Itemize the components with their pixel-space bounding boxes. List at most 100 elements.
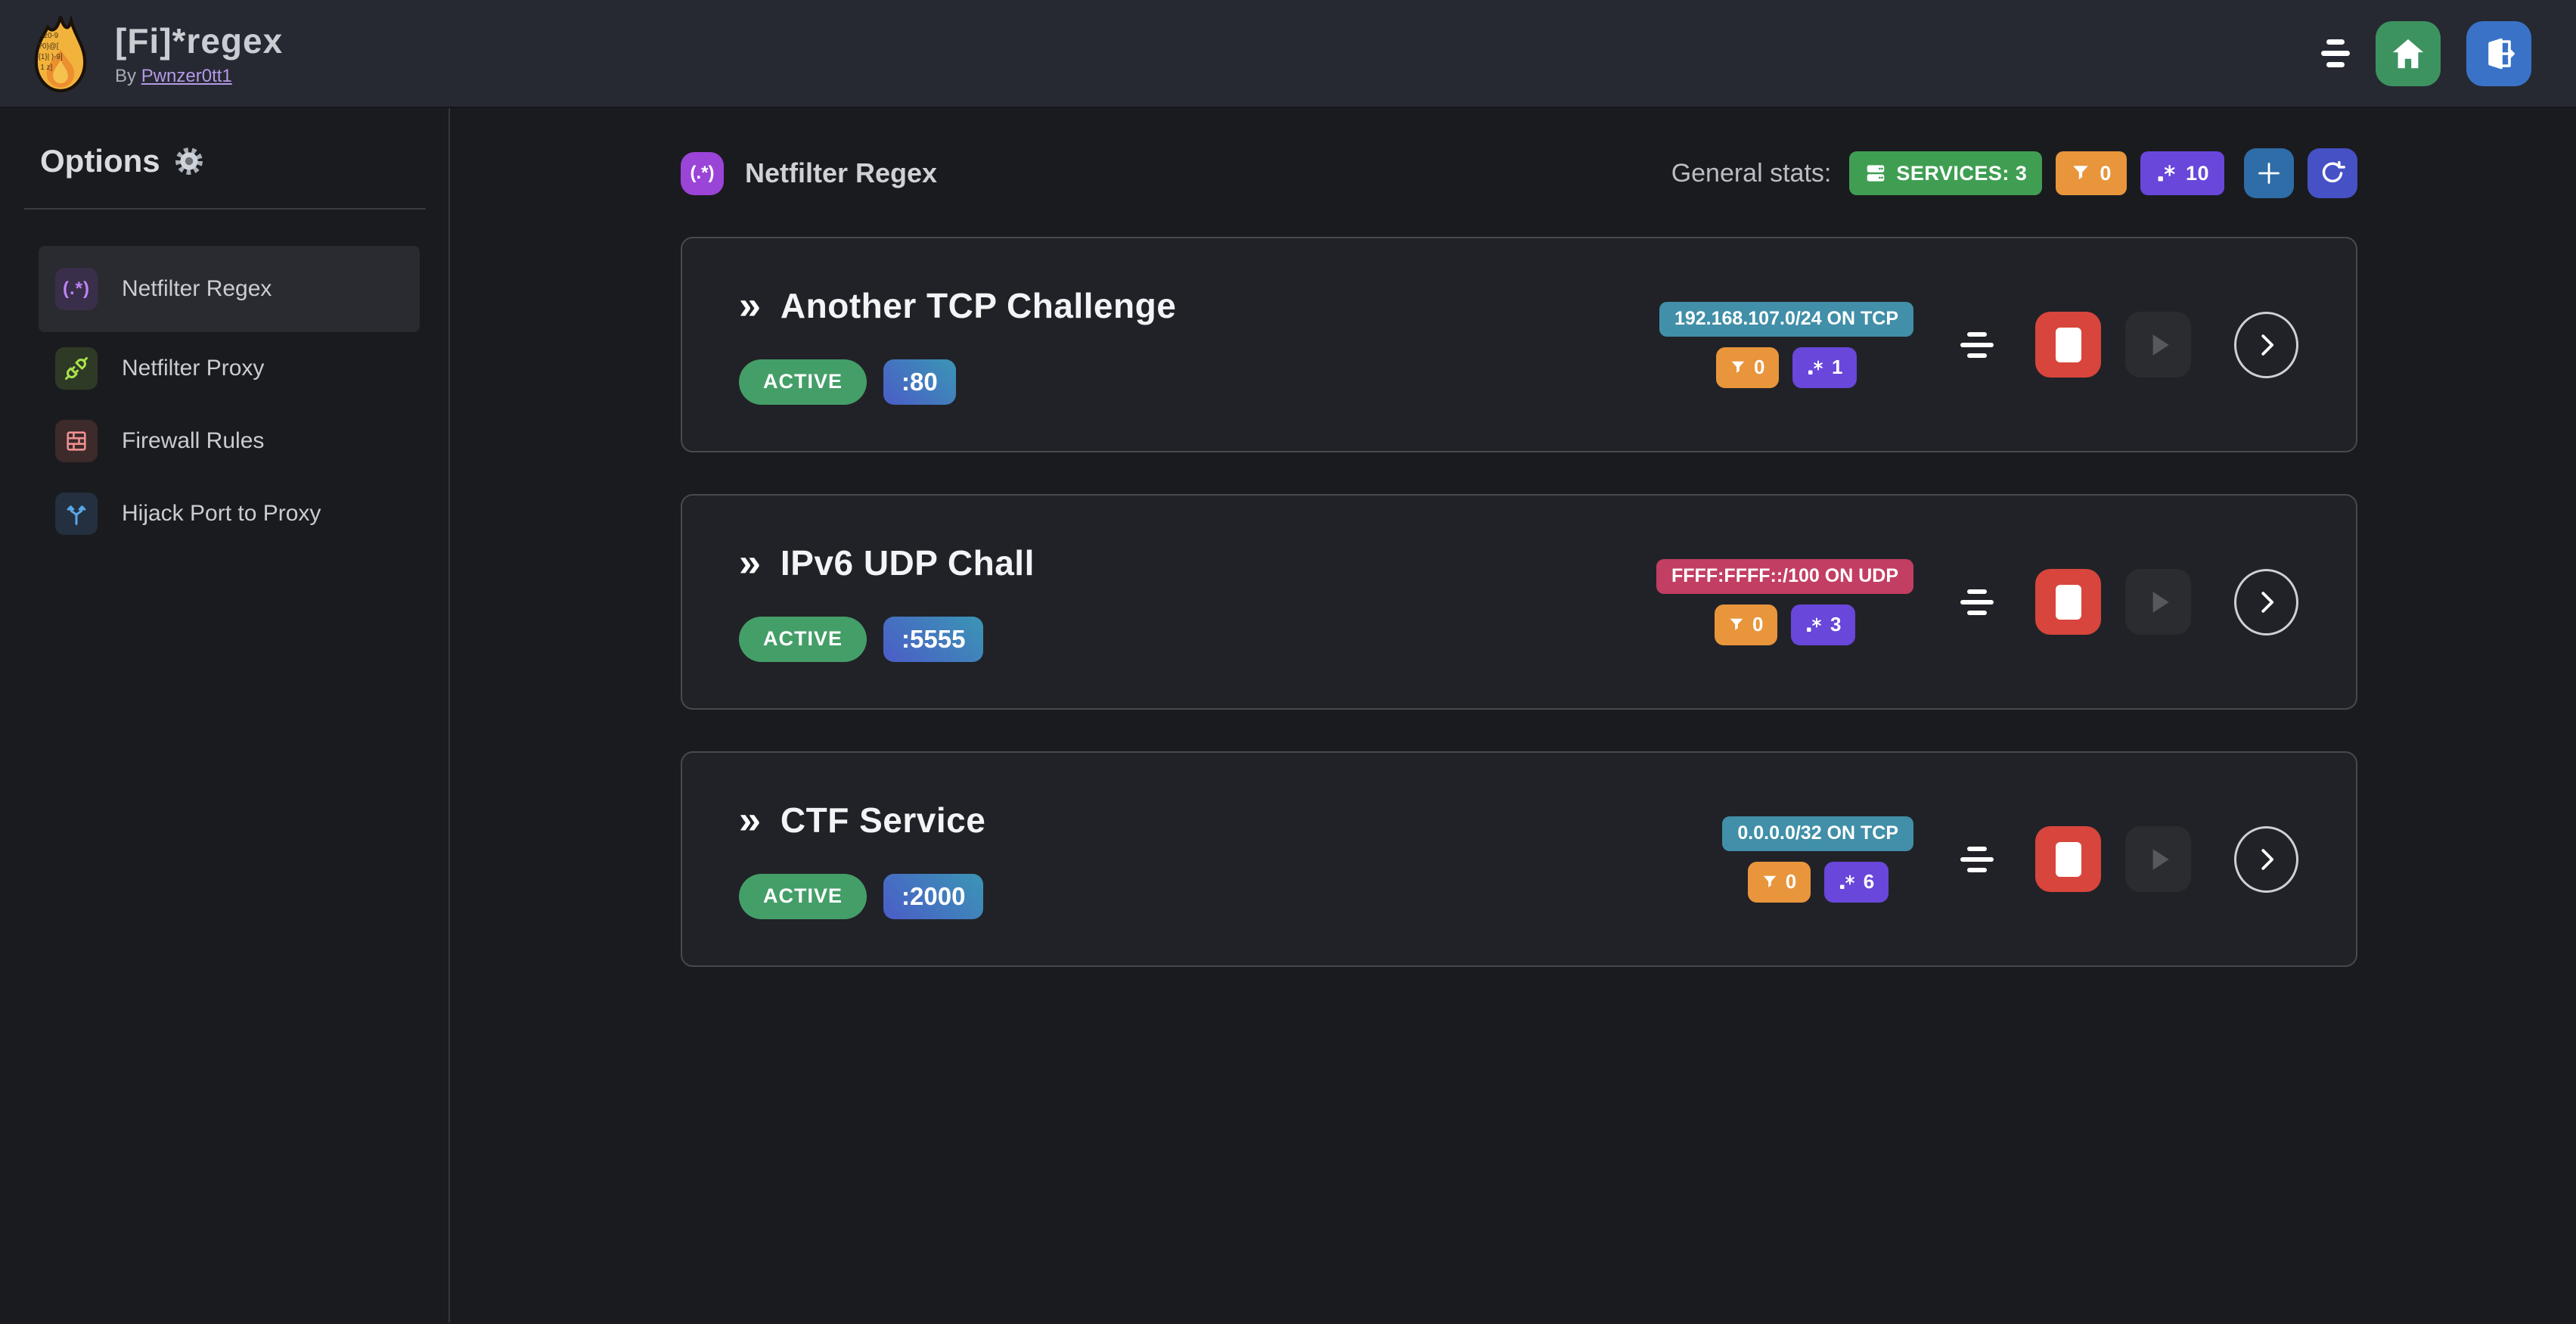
navbar-menu-icon[interactable] <box>2321 39 2350 67</box>
navbar: -z0-9 ?0}@[ {1}| )-9] 1 z] [Fi]*regex By… <box>0 0 2576 108</box>
plus-icon <box>2258 163 2280 184</box>
page-title: Netfilter Regex <box>745 157 938 188</box>
filter-icon <box>1730 618 1743 630</box>
svg-text:-z0-9: -z0-9 <box>42 32 58 40</box>
services-count-badge: SERVICES: 3 <box>1849 151 2043 195</box>
netfilter-regex-icon: (.*) <box>681 151 724 195</box>
svg-text:1 z]: 1 z] <box>40 64 52 72</box>
play-icon <box>2152 591 2169 613</box>
svg-text:?0}@[: ?0}@[ <box>39 42 59 51</box>
sidebar-item-firewall-rules[interactable]: Firewall Rules <box>39 405 420 477</box>
stop-service-button[interactable] <box>2035 826 2101 892</box>
logout-button[interactable] <box>2466 20 2531 86</box>
sidebar-item-label: Netfilter Proxy <box>122 356 265 381</box>
filter-icon <box>1731 361 1745 373</box>
byline-prefix: By <box>115 65 137 86</box>
sidebar: Options (.*) Netfilter Regex <box>0 108 450 1322</box>
sidebar-item-label: Hijack Port to Proxy <box>122 501 321 526</box>
brand: -z0-9 ?0}@[ {1}| )-9] 1 z] [Fi]*regex By… <box>29 12 284 95</box>
service-filters-badge: 0 <box>1715 604 1777 645</box>
service-card-ctf-service: » CTF Service ACTIVE :2000 0.0.0.0/32 ON… <box>681 751 2357 967</box>
service-filters-badge: 0 <box>1747 861 1811 903</box>
fork-arrows-icon <box>55 493 98 535</box>
sidebar-nav: (.*) Netfilter Regex Netfilter Proxy <box>39 246 420 550</box>
stop-service-button[interactable] <box>2035 312 2101 378</box>
sidebar-item-label: Netfilter Regex <box>122 276 272 301</box>
home-icon <box>2392 39 2424 68</box>
service-options-icon[interactable] <box>1960 589 1994 615</box>
regex-icon: (.*) <box>55 268 98 310</box>
refresh-button[interactable] <box>2308 148 2357 198</box>
service-name: Another TCP Challenge <box>780 285 1177 325</box>
stop-icon <box>2055 327 2081 362</box>
logout-icon <box>2488 38 2515 69</box>
plug-icon <box>55 347 98 390</box>
gear-icon <box>175 148 203 175</box>
service-name: CTF Service <box>780 800 986 840</box>
status-badge: ACTIVE <box>739 359 867 405</box>
refresh-icon <box>2322 160 2345 183</box>
service-card-ipv6-udp-chall: » IPv6 UDP Chall ACTIVE :5555 FFFF:FFFF:… <box>681 494 2357 710</box>
main-content: (.*) Netfilter Regex General stats: SERV… <box>450 108 2576 1322</box>
author-link[interactable]: Pwnzer0tt1 <box>141 65 232 86</box>
sidebar-item-netfilter-regex[interactable]: (.*) Netfilter Regex <box>39 246 420 332</box>
home-button[interactable] <box>2376 20 2441 86</box>
svg-text:{1}| )-9]: {1}| )-9] <box>39 53 63 61</box>
port-badge: :80 <box>883 359 956 405</box>
start-service-button[interactable] <box>2125 826 2191 892</box>
service-regex-badge: 3 <box>1791 604 1855 645</box>
double-chevron-icon: » <box>739 283 761 328</box>
chevron-right-icon <box>2261 334 2273 356</box>
play-icon <box>2152 334 2169 356</box>
general-stats-label: General stats: <box>1671 158 1832 188</box>
regex-count-icon <box>1808 360 1823 375</box>
filters-count-badge: 0 <box>2056 151 2127 195</box>
service-name: IPv6 UDP Chall <box>780 542 1035 583</box>
status-badge: ACTIVE <box>739 616 867 662</box>
service-filters-badge: 0 <box>1716 347 1779 388</box>
address-badge: 0.0.0.0/32 ON TCP <box>1722 816 1913 851</box>
regex-count-badge: 10 <box>2140 151 2224 195</box>
service-details-button[interactable] <box>2234 825 2298 893</box>
address-badge: FFFF:FFFF::/100 ON UDP <box>1656 558 1913 594</box>
service-options-icon[interactable] <box>1960 331 1994 358</box>
sidebar-item-hijack-port[interactable]: Hijack Port to Proxy <box>39 477 420 550</box>
sidebar-item-label: Firewall Rules <box>122 428 265 453</box>
server-icon <box>1867 165 1885 182</box>
byline: By Pwnzer0tt1 <box>115 66 283 87</box>
regex-count-icon <box>1807 617 1821 632</box>
filter-icon <box>2073 166 2089 180</box>
start-service-button[interactable] <box>2125 569 2191 635</box>
stop-service-button[interactable] <box>2035 569 2101 635</box>
chevron-right-icon <box>2261 591 2273 613</box>
sidebar-item-netfilter-proxy[interactable]: Netfilter Proxy <box>39 332 420 405</box>
service-list: » Another TCP Challenge ACTIVE :80 192.1… <box>681 237 2357 967</box>
service-options-icon[interactable] <box>1960 846 1994 872</box>
service-regex-badge: 1 <box>1792 347 1857 388</box>
service-regex-badge: 6 <box>1823 861 1889 903</box>
main-header: (.*) Netfilter Regex General stats: SERV… <box>681 148 2357 198</box>
chevron-right-icon <box>2261 848 2273 870</box>
add-service-button[interactable] <box>2244 148 2294 198</box>
status-badge: ACTIVE <box>739 873 867 919</box>
double-chevron-icon: » <box>739 797 761 842</box>
service-card-another-tcp-challenge: » Another TCP Challenge ACTIVE :80 192.1… <box>681 237 2357 452</box>
port-badge: :5555 <box>883 616 984 662</box>
regex-count-icon <box>2158 164 2175 182</box>
filter-icon <box>1763 875 1776 887</box>
service-details-button[interactable] <box>2234 568 2298 636</box>
stop-icon <box>2055 584 2081 620</box>
sidebar-heading-label: Options <box>40 143 160 179</box>
service-details-button[interactable] <box>2234 311 2298 378</box>
start-service-button[interactable] <box>2125 312 2191 378</box>
app-title: [Fi]*regex <box>115 20 284 61</box>
sidebar-divider <box>24 208 426 210</box>
port-badge: :2000 <box>883 873 984 919</box>
address-badge: 192.168.107.0/24 ON TCP <box>1659 301 1913 337</box>
double-chevron-icon: » <box>739 540 761 585</box>
stop-icon <box>2055 841 2081 877</box>
app-logo-flame-icon: -z0-9 ?0}@[ {1}| )-9] 1 z] <box>34 12 87 92</box>
brick-wall-icon <box>55 420 98 462</box>
play-icon <box>2152 848 2169 870</box>
regex-count-icon <box>1839 875 1854 889</box>
